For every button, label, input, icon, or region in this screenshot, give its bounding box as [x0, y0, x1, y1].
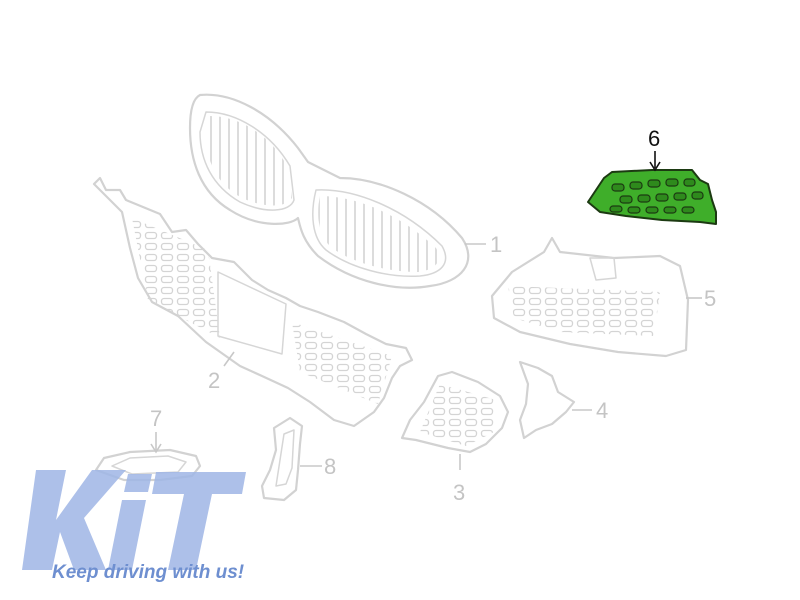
callout-1: 1 — [490, 232, 502, 257]
callout-5: 5 — [704, 286, 716, 311]
kit-logo — [22, 470, 246, 570]
part-4-bracket: 4 — [518, 360, 608, 440]
callout-2: 2 — [208, 368, 220, 393]
part-1-kidney-grille: 1 — [188, 93, 502, 289]
callout-8: 8 — [324, 454, 336, 479]
part-8-vertical-bracket: 8 — [260, 416, 336, 502]
brand-tagline: Keep driving with us! — [52, 562, 245, 583]
part-5-air-intake-frame: 5 — [490, 236, 716, 358]
callout-6: 6 — [648, 126, 660, 151]
part-3-corner-grille: 3 — [400, 370, 510, 505]
callout-3: 3 — [453, 480, 465, 505]
part-6-grille-insert-highlighted: 6 — [587, 126, 717, 225]
callout-7: 7 — [150, 406, 162, 431]
callout-4: 4 — [596, 398, 608, 423]
part-2-lower-grille: 2 — [92, 176, 414, 428]
